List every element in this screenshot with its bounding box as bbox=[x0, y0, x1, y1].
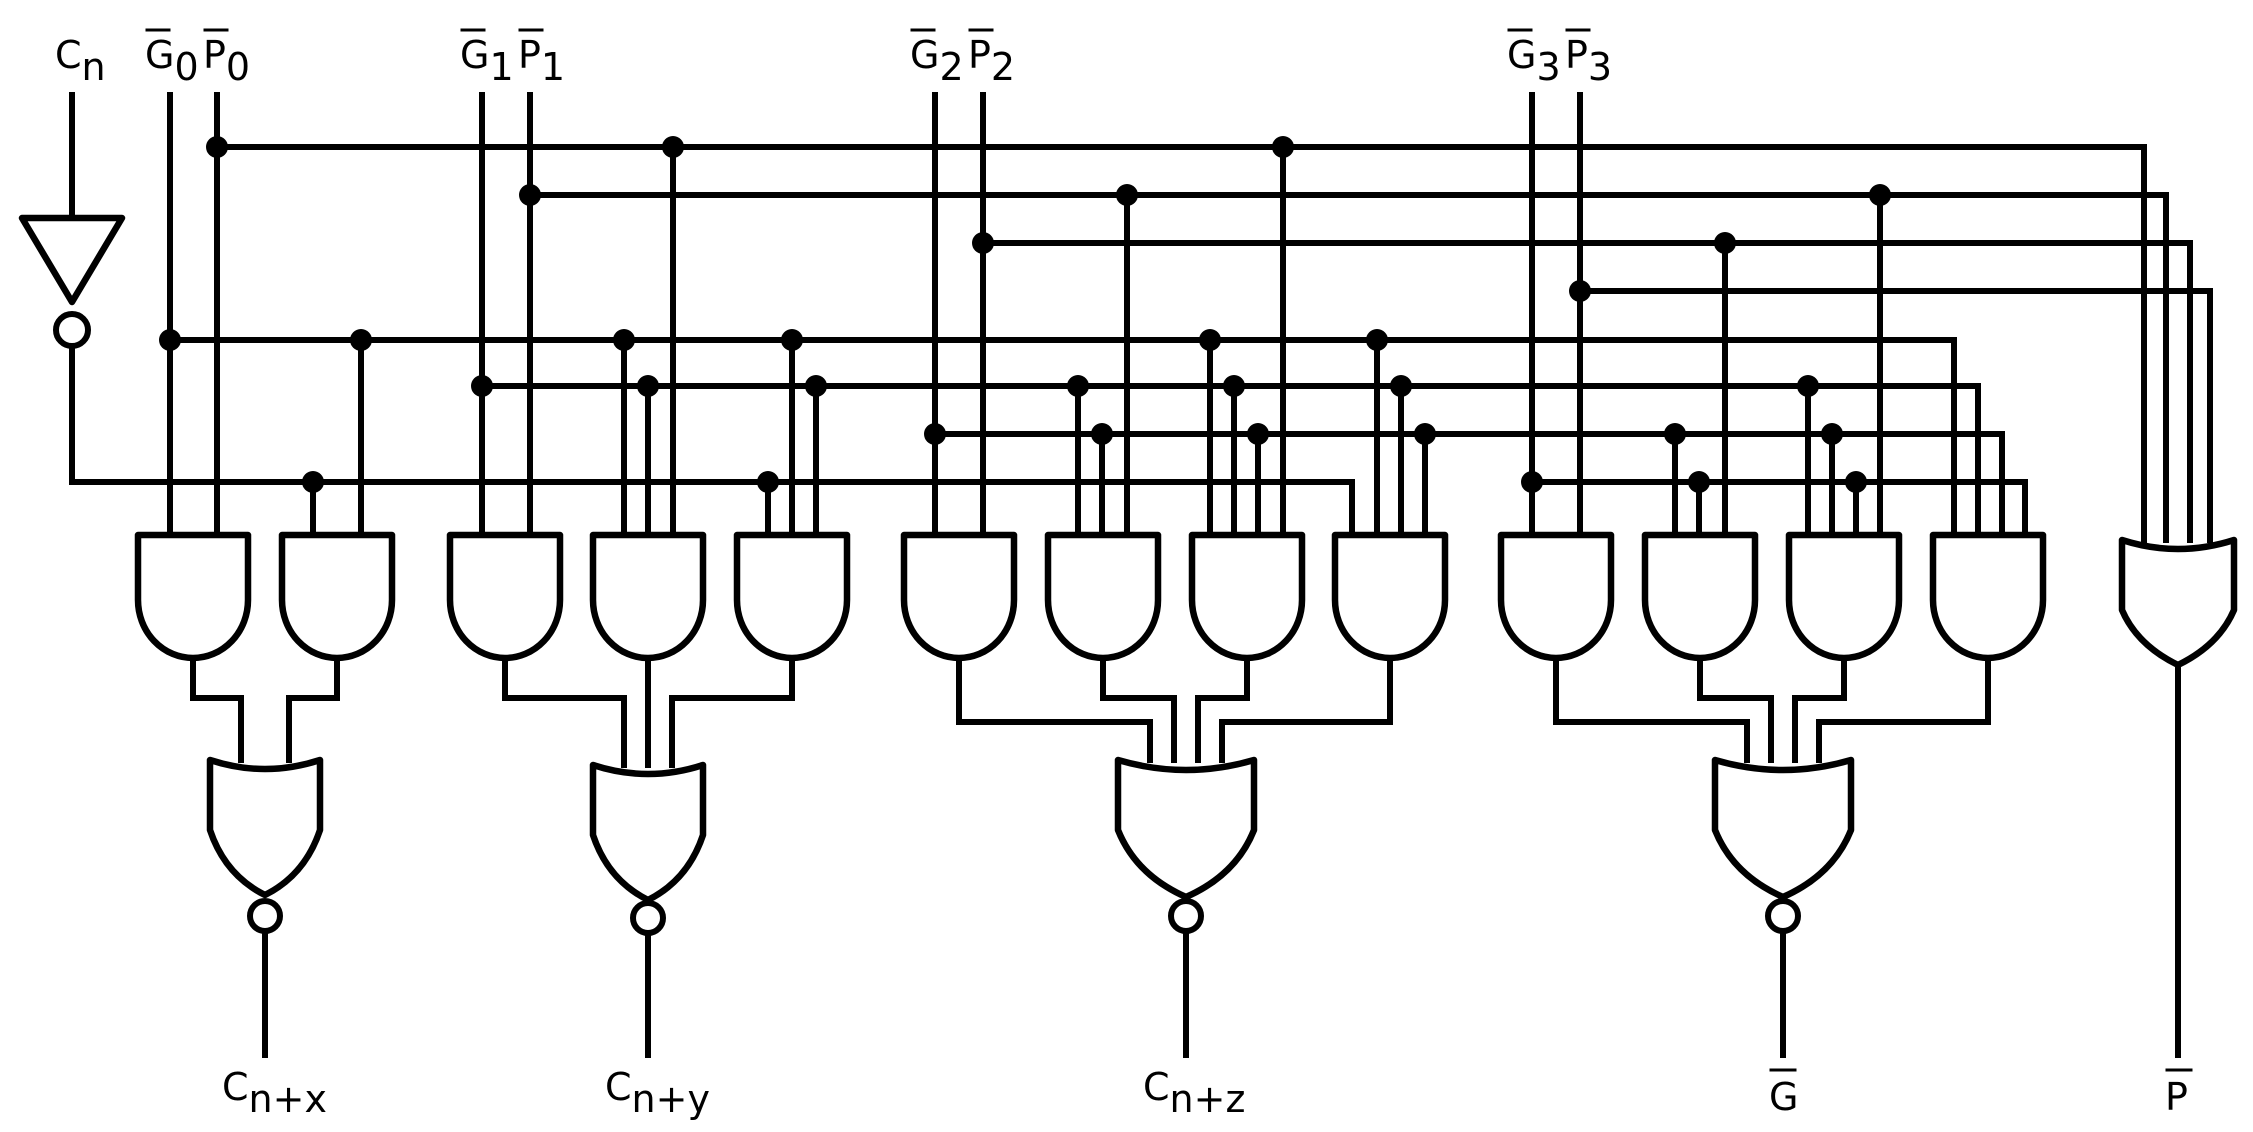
bus-p0 bbox=[214, 144, 2147, 543]
nor-bubble-cny bbox=[630, 900, 666, 936]
junction-dot bbox=[1664, 423, 1686, 445]
and-gate-11 bbox=[1641, 531, 1759, 662]
junction-dot bbox=[781, 329, 803, 351]
join-b3 bbox=[669, 652, 795, 768]
junction-dot bbox=[1067, 375, 1089, 397]
and-gate-13 bbox=[1929, 531, 2047, 662]
junction-dot bbox=[206, 136, 228, 158]
and-gate-8 bbox=[1188, 531, 1306, 662]
cn-inverter-bubble bbox=[53, 311, 91, 349]
nor-bubble-cnz bbox=[1168, 898, 1204, 934]
and-gate-7 bbox=[1044, 531, 1162, 662]
junction-dot bbox=[1366, 329, 1388, 351]
and-gate-12 bbox=[1785, 531, 1903, 662]
bus-g1 bbox=[479, 383, 1981, 538]
join-d2 bbox=[1697, 652, 1774, 763]
bus-g2 bbox=[932, 431, 2005, 538]
bus-p2 bbox=[980, 240, 2193, 543]
and-gate-2 bbox=[278, 531, 396, 662]
junction-dot bbox=[350, 329, 372, 351]
junction-dot bbox=[1091, 423, 1113, 445]
junction-dot bbox=[1845, 471, 1867, 493]
nor-bubble-cnx bbox=[247, 898, 283, 934]
nor-gate-cny bbox=[589, 761, 707, 904]
junction-dot bbox=[1797, 375, 1819, 397]
and-gate-6 bbox=[900, 531, 1018, 662]
join-b1 bbox=[502, 652, 627, 768]
input-label-p1: P1 bbox=[518, 33, 565, 89]
input-label-p3: P3 bbox=[1565, 33, 1612, 89]
or-gate-p bbox=[2118, 536, 2238, 669]
and-gate-4 bbox=[589, 531, 707, 662]
junction-dot bbox=[1821, 423, 1843, 445]
junction-dot bbox=[637, 375, 659, 397]
join-d3 bbox=[1792, 652, 1847, 763]
nor-gate-cnz bbox=[1114, 756, 1258, 901]
nor-bubble-g bbox=[1765, 898, 1801, 934]
junction-dot bbox=[1116, 184, 1138, 206]
output-label-cnz: Cn+z bbox=[1143, 1065, 1245, 1121]
input-label-p0: P0 bbox=[203, 33, 250, 89]
junction-dot bbox=[1247, 423, 1269, 445]
junction-dot bbox=[1223, 375, 1245, 397]
and-gate-5 bbox=[733, 531, 851, 662]
join-a2 bbox=[286, 652, 340, 763]
output-label-cnx: Cn+x bbox=[222, 1065, 327, 1121]
junction-dot bbox=[1869, 184, 1891, 206]
junction-dot bbox=[972, 232, 994, 254]
junction-dots bbox=[159, 136, 1891, 493]
join-a1 bbox=[190, 652, 244, 763]
wire-cn-bus bbox=[69, 343, 1355, 538]
or-gates bbox=[206, 536, 2238, 936]
and-gate-3 bbox=[446, 531, 564, 662]
and-gate-1 bbox=[134, 531, 252, 662]
input-label-p2: P2 bbox=[968, 33, 1015, 89]
junction-dot bbox=[924, 423, 946, 445]
junction-dot bbox=[1199, 329, 1221, 351]
input-labels: Cn G0 P0 G1 P1 G2 P2 G3 P3 bbox=[55, 28, 1612, 89]
junction-dot bbox=[1272, 136, 1294, 158]
and-gate-10 bbox=[1497, 531, 1615, 662]
nor-gate-g bbox=[1711, 756, 1855, 901]
join-d4 bbox=[1816, 652, 1991, 763]
junction-dot bbox=[1390, 375, 1412, 397]
input-label-g2: G2 bbox=[910, 33, 964, 89]
output-label-g: G bbox=[1769, 1075, 1798, 1119]
and-gates bbox=[134, 531, 2047, 662]
input-label-cn: Cn bbox=[55, 33, 106, 89]
nor-gate-cnx bbox=[206, 756, 324, 899]
junction-dot bbox=[302, 471, 324, 493]
junction-dot bbox=[1714, 232, 1736, 254]
junction-dot bbox=[159, 329, 181, 351]
and-gate-9 bbox=[1331, 531, 1449, 662]
bus-p3 bbox=[1577, 288, 2213, 543]
wires bbox=[18, 92, 2213, 1058]
cn-inverter-buffer bbox=[18, 214, 126, 306]
junction-dot bbox=[1521, 471, 1543, 493]
output-label-p: P bbox=[2165, 1075, 2188, 1119]
bus-p1 bbox=[527, 192, 2169, 543]
bus-g0 bbox=[167, 337, 1957, 538]
join-c1 bbox=[956, 652, 1153, 763]
output-label-cny: Cn+y bbox=[605, 1065, 710, 1121]
junction-dot bbox=[519, 184, 541, 206]
input-label-g1: G1 bbox=[460, 33, 514, 89]
input-label-g3: G3 bbox=[1507, 33, 1561, 89]
join-c4 bbox=[1219, 652, 1393, 763]
junction-dot bbox=[1688, 471, 1710, 493]
junction-dot bbox=[662, 136, 684, 158]
join-c3 bbox=[1195, 652, 1250, 763]
junction-dot bbox=[1569, 280, 1591, 302]
output-labels: Cn+x Cn+y Cn+z G P bbox=[222, 1065, 2193, 1121]
junction-dot bbox=[613, 329, 635, 351]
junction-dot bbox=[1414, 423, 1436, 445]
input-label-g0: G0 bbox=[145, 33, 199, 89]
join-c2 bbox=[1100, 652, 1177, 763]
join-d1 bbox=[1553, 652, 1750, 763]
junction-dot bbox=[805, 375, 827, 397]
junction-dot bbox=[471, 375, 493, 397]
junction-dot bbox=[757, 471, 779, 493]
